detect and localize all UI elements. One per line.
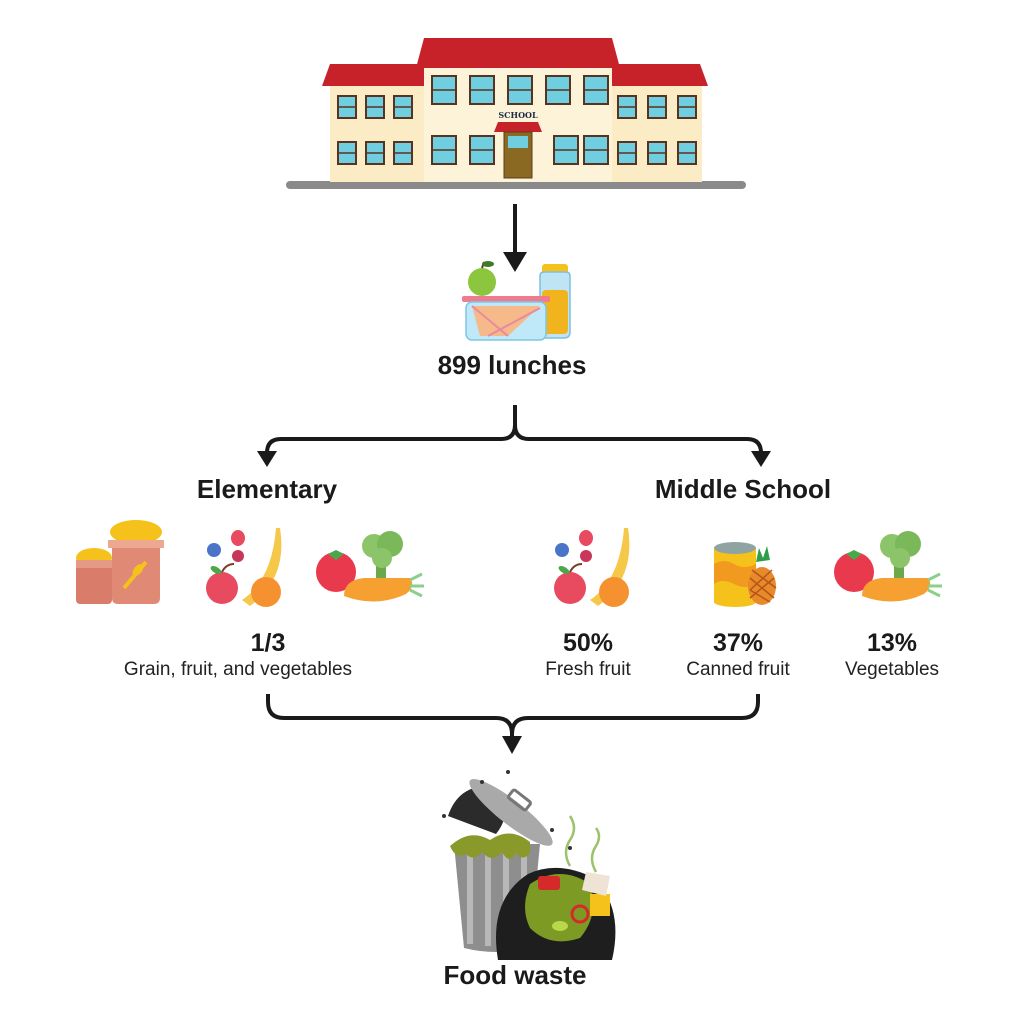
school-sign: SCHOOL bbox=[498, 110, 538, 120]
canned-fruit-icon bbox=[710, 540, 780, 608]
vegetables-icon bbox=[314, 530, 424, 606]
food-waste-trash-icon bbox=[420, 764, 620, 960]
elementary-stat-value: 1/3 bbox=[250, 629, 286, 657]
fresh-fruit-icon bbox=[550, 522, 636, 608]
lunchbox-icon bbox=[460, 250, 580, 346]
branch-title-elementary: Elementary bbox=[196, 474, 338, 504]
split-connector bbox=[255, 403, 775, 471]
merge-connector bbox=[264, 694, 764, 758]
stat-value-fresh-fruit: 50% bbox=[562, 629, 614, 657]
school-building-icon: SCHOOL bbox=[286, 38, 746, 190]
food-waste-label: Food waste bbox=[443, 960, 587, 990]
vegetables-icon-middle bbox=[832, 530, 942, 606]
elementary-stat-label: Grain, fruit, and vegetables bbox=[123, 659, 353, 680]
stat-label-vegetables: Vegetables bbox=[844, 659, 940, 680]
fruit-mix-icon bbox=[202, 522, 288, 608]
arrow-down-1 bbox=[500, 202, 530, 274]
branch-title-middle-school: Middle School bbox=[654, 474, 832, 504]
lunches-count-label: 899 lunches bbox=[437, 350, 587, 380]
grain-sack-icon bbox=[74, 518, 172, 606]
stat-value-canned-fruit: 37% bbox=[712, 629, 764, 657]
stat-value-vegetables: 13% bbox=[866, 629, 918, 657]
stat-label-canned-fruit: Canned fruit bbox=[686, 659, 790, 680]
stat-label-fresh-fruit: Fresh fruit bbox=[545, 659, 631, 680]
